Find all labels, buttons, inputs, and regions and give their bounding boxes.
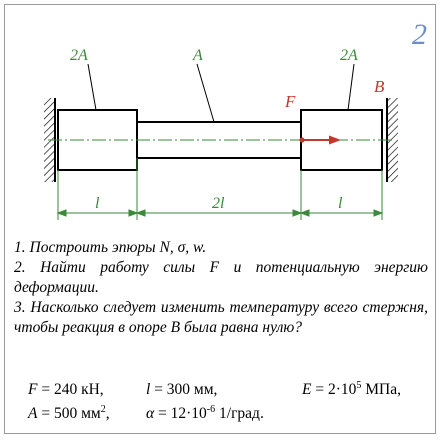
right-section-label: 2A — [340, 47, 358, 64]
force-label: F — [284, 92, 296, 111]
dim-right-label: l — [338, 195, 343, 212]
problem-card — [4, 4, 436, 434]
leader-middle — [196, 63, 215, 123]
dimension-lines — [56, 158, 384, 220]
force-arrow — [299, 135, 341, 145]
task-1: 1. Построить эпюры N, σ, w. — [14, 239, 207, 256]
param-force: F = 240 кН, — [28, 381, 104, 398]
leader-right — [347, 63, 355, 111]
task-3: 3. Насколько следует изменить температур… — [14, 299, 428, 336]
dim-left-label: l — [95, 195, 100, 212]
param-thermal-coefficient: α = 12·10-6 1/град. — [146, 404, 264, 423]
leader-left — [87, 63, 97, 111]
param-area: A = 500 мм2, — [28, 404, 110, 423]
dim-middle-label: 2l — [212, 195, 225, 212]
middle-section-label: A — [192, 47, 203, 64]
param-modulus: E = 2·105 МПа, — [302, 380, 401, 399]
support-label: B — [374, 77, 385, 96]
param-length: l = 300 мм, — [146, 381, 218, 398]
given-parameters: F = 240 кН, l = 300 мм, E = 2·105 МПа, A… — [14, 380, 428, 428]
problem-number: 2 — [412, 18, 427, 51]
task-2: 2. Найти работу силы F и потенциальную э… — [14, 259, 428, 296]
bar-diagram: 2A A 2A F B 2 l 2l l — [44, 18, 427, 220]
left-section-label: 2A — [70, 47, 88, 64]
